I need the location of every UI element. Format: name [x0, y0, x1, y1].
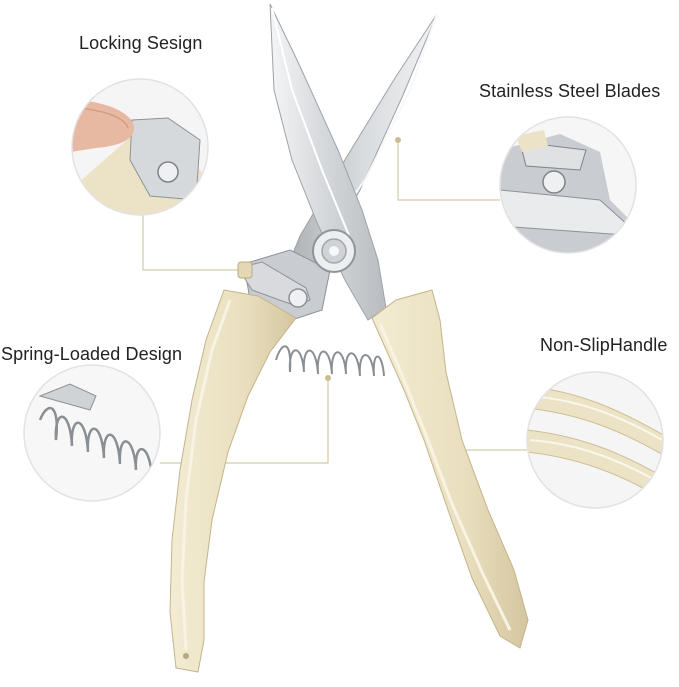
detail-handle: [527, 372, 663, 508]
handle-right: [371, 289, 529, 649]
detail-spring: [24, 365, 160, 501]
handle-left: [169, 289, 297, 673]
stainless-steel-blades-label: Stainless Steel Blades: [479, 81, 661, 101]
non-slip-handle-label: Non-SlipHandle: [540, 335, 668, 355]
detail-locking: [72, 79, 208, 215]
spring-loaded-design-label: Spring-Loaded Design: [1, 344, 183, 364]
locking-design-label: Locking Sesign: [79, 33, 203, 53]
spring: [275, 345, 385, 377]
detail-blades: [500, 117, 636, 253]
